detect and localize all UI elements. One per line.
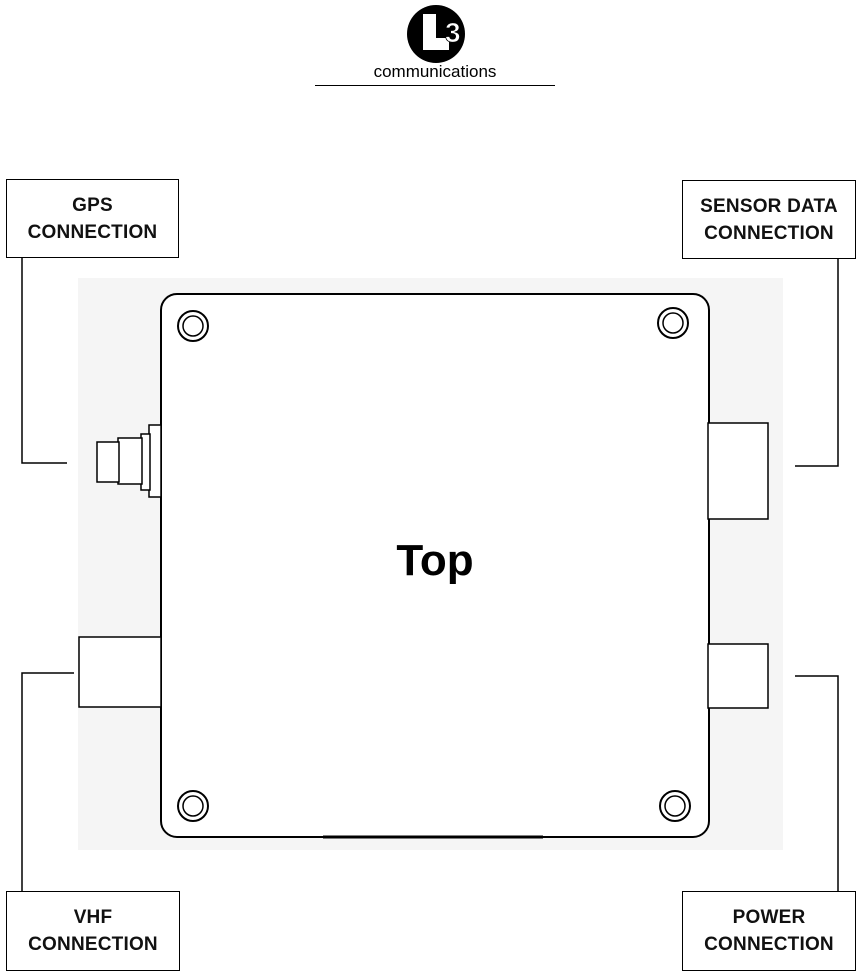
power-leader-line — [795, 676, 838, 891]
sensor-data-connector — [708, 423, 768, 519]
screw-top-left — [178, 311, 208, 341]
screw-top-right — [658, 308, 688, 338]
power-connection-label: POWER CONNECTION — [704, 904, 834, 958]
gps-connection-callout: GPS CONNECTION — [6, 179, 179, 258]
sensor-data-connection-label: SENSOR DATA CONNECTION — [700, 193, 838, 247]
sensor-leader-line — [795, 258, 838, 466]
power-connector — [708, 644, 768, 708]
vhf-leader-line — [22, 673, 74, 891]
sensor-data-connection-callout: SENSOR DATA CONNECTION — [682, 180, 856, 259]
gps-leader-line — [22, 258, 67, 463]
screw-bottom-left — [178, 791, 208, 821]
vhf-connection-callout: VHF CONNECTION — [6, 891, 180, 971]
vhf-connector — [79, 637, 161, 707]
gps-connection-label: GPS CONNECTION — [28, 192, 158, 246]
screw-bottom-right — [660, 791, 690, 821]
power-connection-callout: POWER CONNECTION — [682, 891, 856, 971]
vhf-connection-label: VHF CONNECTION — [28, 904, 158, 958]
view-label: Top — [335, 536, 535, 586]
